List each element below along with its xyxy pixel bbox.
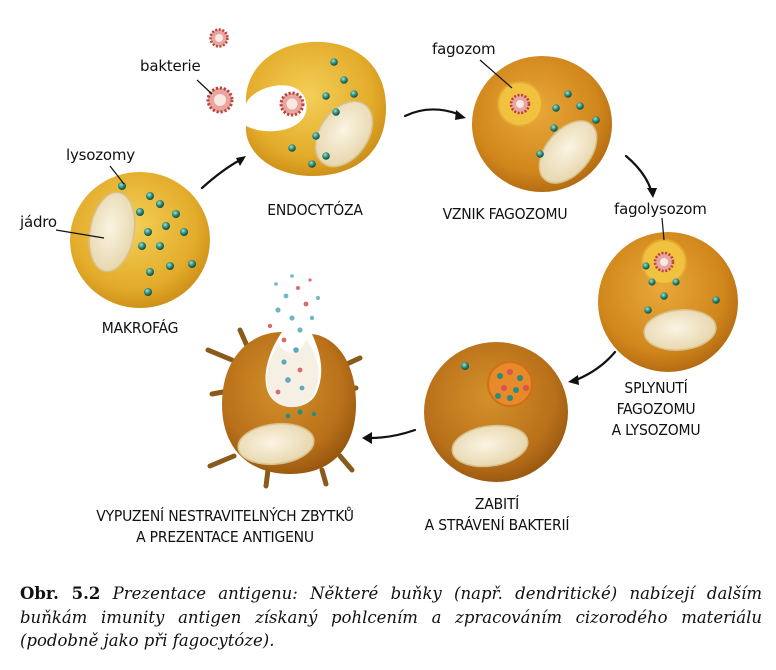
digested-fragments (495, 369, 529, 401)
caption-text: Prezentace antigenu: Některé buňky (např… (20, 584, 762, 650)
stage-killing-line-2: A STRÁVENÍ BAKTERIÍ (424, 516, 570, 534)
stage-fusion-line-1: SPLYNUTÍ (624, 379, 688, 397)
stage-killing-line-1: ZABITÍ (474, 495, 520, 513)
phagocytosis-diagram (55, 28, 738, 489)
caption-number: Obr. 5.2 (20, 584, 101, 603)
digestion-cell (424, 342, 568, 482)
stage-release-line-2: A PREZENTACE ANTIGENU (136, 528, 314, 546)
bacterium-icon (206, 86, 234, 114)
bacterium-icon (209, 28, 229, 48)
arrow-phagosome-to-fusion (624, 154, 653, 192)
arrow-killing-to-release (368, 428, 417, 440)
arrow-macrophage-to-endocytosis (200, 158, 242, 190)
release-pore (266, 340, 319, 408)
bacteria-label: bakterie (140, 57, 201, 75)
phagolysosome-label: fagolysozom (614, 200, 707, 218)
nucleus (538, 120, 598, 184)
nucleus (88, 191, 136, 273)
engulfed-bacterium (279, 91, 305, 117)
stage-endocytosis-text: ENDOCYTÓZA (267, 201, 363, 219)
nucleus (314, 100, 374, 168)
lysosome (461, 362, 469, 370)
stage-phagosome-formation-text: VZNIK FAGOZOMU (442, 205, 568, 223)
arrow-endocytosis-to-phagosome (403, 108, 460, 118)
stage-release: VYPUZENÍ NESTRAVITELNÝCH ZBYTKŮ A PREZEN… (60, 506, 390, 548)
nucleus (451, 424, 529, 468)
lysosomes-label: lysozomy (66, 146, 135, 164)
arrows (200, 108, 653, 440)
nucleus (643, 309, 717, 351)
divider (0, 574, 776, 575)
macrophage-cell (70, 172, 210, 308)
stage-killing: ZABITÍ A STRÁVENÍ BAKTERIÍ (404, 494, 590, 536)
phagolysosome-bacterium (653, 251, 675, 273)
fusion-cell (598, 232, 738, 372)
stage-release-line-1: VYPUZENÍ NESTRAVITELNÝCH ZBYTKŮ (96, 507, 354, 525)
lysosomes (118, 182, 196, 296)
phagosome-bacterium (509, 93, 531, 115)
free-bacteria (206, 28, 234, 114)
expelled-fragments (267, 274, 320, 419)
stage-macrophage-text: MAKROFÁG (101, 319, 179, 337)
stage-phagosome-formation: VZNIK FAGOZOMU (420, 204, 590, 225)
endocytosis-cell (245, 41, 386, 176)
phagosome-cell (472, 56, 612, 192)
nucleus (237, 422, 315, 466)
antigen-presenting-cell (205, 274, 363, 489)
stage-macrophage: MAKROFÁG (80, 318, 200, 339)
figure-caption: Obr. 5.2 Prezentace antigenu: Některé bu… (20, 582, 762, 653)
stage-fusion-line-2: FAGOZOMU (616, 400, 696, 418)
stage-fusion-line-3: A LYSOZOMU (611, 421, 701, 439)
stage-endocytosis: ENDOCYTÓZA (250, 200, 380, 221)
arrow-fusion-to-killing (574, 350, 617, 382)
arrowheads (236, 110, 657, 444)
lysosomes (536, 90, 600, 158)
lysosomes (288, 58, 358, 168)
phagosome-label: fagozom (432, 40, 496, 58)
nucleus-label: jádro (20, 213, 57, 231)
stage-fusion: SPLYNUTÍ FAGOZOMU A LYSOZOMU (596, 378, 716, 441)
lysosomes (642, 262, 720, 314)
leader-lines (55, 59, 665, 241)
